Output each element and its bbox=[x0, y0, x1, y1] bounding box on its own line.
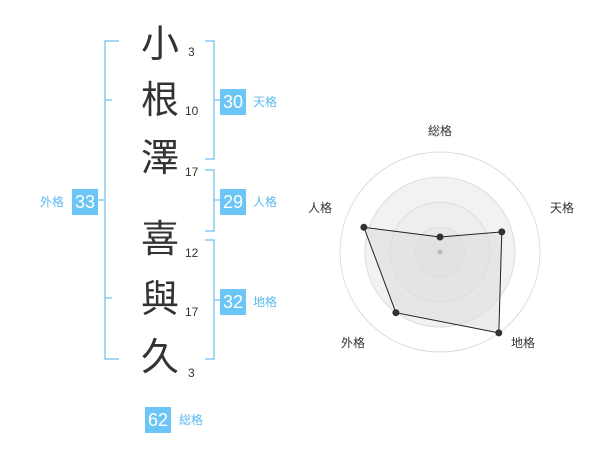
gaikaku-value-badge: 33 bbox=[72, 189, 99, 215]
radar-axis-label-chikaku: 地格 bbox=[511, 336, 536, 350]
name-char-2: 根 bbox=[140, 78, 179, 122]
gaikaku-label: 外格 bbox=[40, 195, 65, 209]
chikaku-value-badge: 32 bbox=[220, 289, 247, 315]
tenkaku-label: 天格 bbox=[253, 95, 278, 109]
name-char-5: 與 bbox=[140, 277, 179, 321]
radar-point-1 bbox=[436, 233, 444, 241]
stroke-count-4: 12 bbox=[185, 246, 199, 260]
soukaku-value-badge: 62 bbox=[145, 407, 172, 433]
bracket-lines bbox=[97, 40, 220, 360]
radar-point-2 bbox=[498, 228, 506, 236]
jinkaku-label: 人格 bbox=[253, 195, 278, 209]
radar-center-point bbox=[437, 249, 443, 255]
radar-data-polygon bbox=[363, 226, 503, 334]
tenkaku-value-badge: 30 bbox=[220, 89, 247, 115]
radar-point-5 bbox=[360, 223, 368, 231]
radar-axis-label-tenkaku: 天格 bbox=[550, 201, 575, 215]
stroke-count-2: 10 bbox=[185, 104, 199, 118]
radar-point-3 bbox=[495, 329, 503, 337]
stroke-count-1: 3 bbox=[188, 45, 195, 59]
gaikaku-bracket bbox=[104, 40, 119, 360]
radar-axis-label-jinkaku: 人格 bbox=[308, 201, 333, 215]
stroke-count-3: 17 bbox=[185, 165, 199, 179]
chikaku-bracket bbox=[205, 239, 215, 360]
name-char-4: 喜 bbox=[140, 217, 179, 261]
radar-chart bbox=[339, 151, 541, 353]
soukaku-label: 総格 bbox=[179, 413, 204, 427]
jinkaku-value-badge: 29 bbox=[220, 189, 247, 215]
jinkaku-bracket bbox=[205, 169, 215, 232]
radar-axis-label-gaikaku: 外格 bbox=[341, 336, 366, 350]
radar-axis-label-soukaku: 総格 bbox=[428, 124, 453, 138]
stroke-count-5: 17 bbox=[185, 305, 199, 319]
tenkaku-bracket bbox=[205, 40, 215, 160]
name-char-1: 小 bbox=[140, 22, 179, 66]
chikaku-label: 地格 bbox=[253, 295, 278, 309]
stroke-count-6: 3 bbox=[188, 366, 195, 380]
name-char-3: 澤 bbox=[140, 136, 179, 180]
name-char-6: 久 bbox=[140, 335, 179, 379]
radar-point-4 bbox=[392, 309, 400, 317]
